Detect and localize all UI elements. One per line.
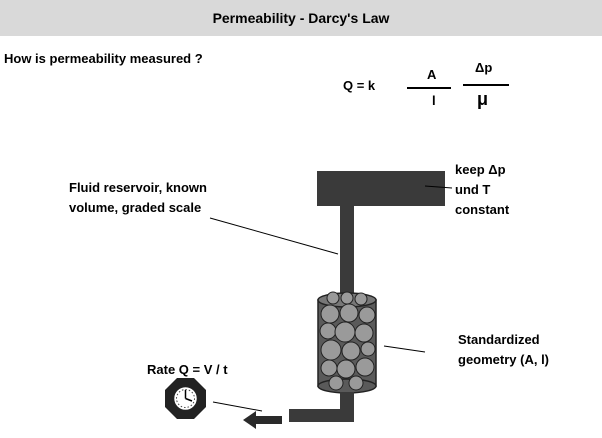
label-standard-line1: Standardized	[458, 332, 540, 347]
fluid-reservoir	[317, 171, 445, 206]
leader-keep	[424, 185, 453, 189]
label-fluid-reservoir: Fluid reservoir, known volume, graded sc…	[69, 178, 207, 218]
label-standard-line2: geometry (A, l)	[458, 352, 550, 367]
leader-reservoir	[209, 217, 339, 255]
leader-standard	[383, 345, 426, 353]
leader-rate	[212, 401, 263, 412]
fraction-bar-2	[463, 84, 509, 86]
inlet-pipe	[340, 206, 354, 302]
label-keep-constant: keep Δp und T constant	[455, 160, 509, 220]
question-text: How is permeability measured ?	[4, 51, 203, 66]
formula-length: l	[432, 93, 436, 108]
stopwatch-icon	[165, 378, 206, 419]
label-keep-line3: constant	[455, 202, 510, 217]
arrow-left-icon	[243, 411, 282, 429]
label-rate: Rate Q = V / t	[147, 362, 228, 377]
formula-lhs: Q = k	[343, 78, 376, 93]
label-standardized-geometry: Standardized geometry (A, l)	[458, 330, 549, 370]
formula-viscosity: μ	[477, 89, 489, 109]
sample-cylinder	[317, 291, 377, 394]
page-title: Permeability - Darcy's Law	[212, 10, 390, 26]
outlet-pipe-horizontal	[289, 409, 354, 422]
label-reservoir-line2: volume, graded scale	[69, 200, 202, 215]
fraction-bar-1	[407, 87, 451, 89]
label-reservoir-line1: Fluid reservoir, known	[69, 180, 207, 195]
formula-pressure-diff: Δp	[475, 60, 493, 75]
label-keep-line1: keep Δp	[455, 162, 506, 177]
label-keep-line2: und T	[455, 182, 491, 197]
rock-grains	[319, 291, 376, 391]
formula-area: A	[427, 67, 437, 82]
title-bar: Permeability - Darcy's Law	[0, 0, 602, 36]
darcy-formula: Q = k A l Δp μ	[343, 60, 523, 120]
